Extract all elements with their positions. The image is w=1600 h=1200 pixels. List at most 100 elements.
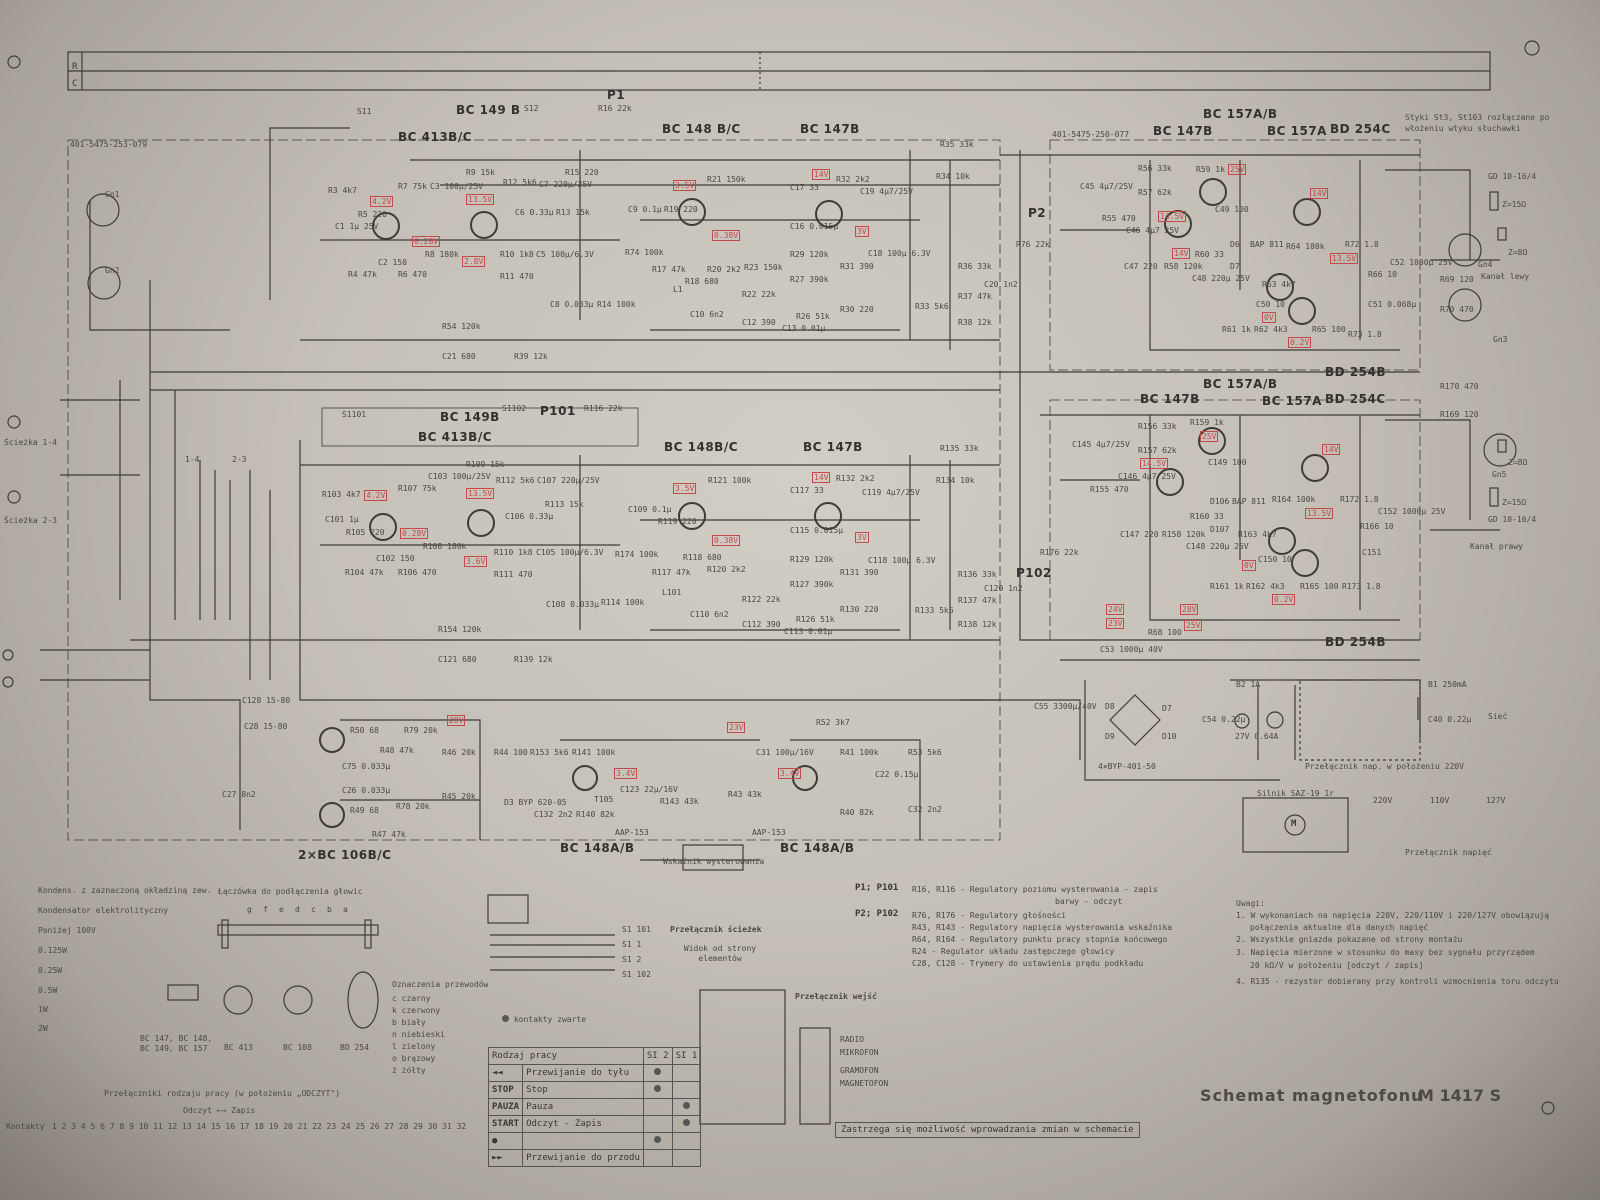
- component-label: R174 100k: [615, 550, 659, 559]
- voltage-label: 3.4V: [778, 768, 802, 779]
- voltage-label: 0.2V: [1272, 594, 1296, 605]
- component-label: C1 1µ 25V: [335, 222, 379, 231]
- contacts-label: Kontakty: [6, 1122, 45, 1131]
- component-label: R3 4k7: [328, 186, 357, 195]
- component-label: C2 150: [378, 258, 407, 267]
- document-title: Schemat magnetofonu: [1200, 1086, 1424, 1105]
- component-label: R143 43k: [660, 797, 699, 806]
- component-label: R13 15k: [556, 208, 590, 217]
- transistor-label: BC 149B: [440, 410, 500, 424]
- component-label: C48 220µ 25V: [1192, 274, 1250, 283]
- header-row-r: R: [72, 62, 78, 72]
- wire-color: b biały: [392, 1018, 426, 1027]
- component-label: D6: [1230, 240, 1240, 249]
- voltage-label: 14.5V: [1140, 458, 1169, 469]
- motor-label: Silnik SAZ-19 1r: [1257, 789, 1335, 798]
- component-label: C7 220µ/25V: [539, 180, 592, 189]
- component-label: R43 43k: [728, 790, 762, 799]
- potentiometer-label[interactable]: P102: [1016, 566, 1052, 580]
- component-label: R69 120: [1440, 275, 1474, 284]
- table-header: Rodzaj pracy SI 2 SI 1: [488, 1047, 702, 1065]
- component-label: D107: [1210, 525, 1230, 534]
- voltage-label: 14.5V: [1158, 211, 1187, 222]
- pinout-label: BC 413: [224, 1043, 253, 1052]
- voltage-label: 24V: [1106, 604, 1125, 615]
- regulator-desc: barwy - odczyt: [1055, 897, 1123, 906]
- component-label: R53 5k6: [908, 748, 942, 757]
- voltage-label: 25V: [1228, 164, 1247, 175]
- head-pin: a: [343, 905, 348, 914]
- component-label: R30 220: [840, 305, 874, 314]
- component-label: C8 0.033µ: [550, 300, 594, 309]
- contact-dot-icon: [682, 1102, 690, 1109]
- component-label: R140 82k: [576, 810, 615, 819]
- component-label: C20 1n2: [984, 280, 1018, 289]
- component-label: C55 3300µ/40V: [1034, 702, 1097, 711]
- pinout-label: BC 108: [283, 1043, 312, 1052]
- legend-item: Kondensator elektrolityczny: [38, 906, 169, 915]
- head-pin: g: [247, 905, 252, 914]
- component-label: BAP 811: [1232, 497, 1266, 506]
- component-label: R68 100: [1148, 628, 1182, 637]
- component-label: R17 47k: [652, 265, 686, 274]
- transistor-label: BD 254B: [1325, 365, 1386, 379]
- component-label: R36 33k: [958, 262, 992, 271]
- potentiometer-label[interactable]: P1: [607, 88, 626, 102]
- voltage-label: 14V: [1172, 248, 1191, 259]
- component-label: 27V 0.64A: [1235, 732, 1279, 741]
- potentiometer-label[interactable]: P101: [540, 404, 576, 418]
- component-label: C120 1n2: [984, 584, 1023, 593]
- component-label: C54 0.22µ: [1202, 715, 1246, 724]
- component-label: R65 100: [1312, 325, 1346, 334]
- component-label: R160 33: [1190, 512, 1224, 521]
- component-label: C152 1000µ 25V: [1378, 507, 1446, 516]
- transistor-label: BC 147B: [803, 440, 863, 454]
- component-label: C150 10: [1258, 555, 1292, 564]
- component-label: C109 0.1µ: [628, 505, 672, 514]
- component-label: D8: [1105, 702, 1115, 711]
- component-label: C103 100µ/25V: [428, 472, 491, 481]
- contact-dot-icon: [654, 1085, 662, 1092]
- track-switch-subtitle: Widok od strony elementów: [683, 944, 757, 963]
- direction-label: Odczyt ←→ Zapis: [183, 1106, 256, 1115]
- si2-cell: [642, 1115, 673, 1133]
- note-item: 1. W wykonaniach na napięcia 220V, 220/1…: [1236, 911, 1550, 920]
- component-label: C112 390: [742, 620, 781, 629]
- switch-label: S11: [357, 107, 372, 116]
- headphone-note: Styki St3, St103 rozłączane po włożeniu …: [1405, 113, 1550, 133]
- component-label: C146 4µ7 25V: [1118, 472, 1176, 481]
- component-label: C49 100: [1215, 205, 1249, 214]
- component-label: R120 2k2: [707, 565, 746, 574]
- component-label: C21 680: [442, 352, 476, 361]
- component-label: R72 1.8: [1345, 240, 1379, 249]
- component-label: B1 250mA: [1428, 680, 1467, 689]
- component-label: R8 180k: [425, 250, 459, 259]
- header-cell: Rodzaj pracy: [488, 1047, 644, 1065]
- component-label: C53 1000µ 40V: [1100, 645, 1163, 654]
- contacts-closed-legend: kontakty zwarte: [502, 1015, 586, 1025]
- track-switch-title: Przełącznik ścieżek: [670, 925, 762, 934]
- note-item: połączenia aktualne dla danych napięć: [1250, 923, 1429, 932]
- component-label: R21 150k: [707, 175, 746, 184]
- head-pin: f: [263, 905, 268, 914]
- component-label: T105: [594, 795, 614, 804]
- component-label: C113 0.01µ: [784, 627, 833, 636]
- amp-bottom-outline: [1049, 399, 1421, 641]
- voltage-label: 3.5V: [673, 483, 697, 494]
- potentiometer-label[interactable]: P2: [1028, 206, 1047, 220]
- voltage-label: 23V: [727, 722, 746, 733]
- component-label: R104 47k: [345, 568, 384, 577]
- component-label: R108 180k: [423, 542, 467, 551]
- component-label: R52 3k7: [816, 718, 850, 727]
- impedance-label: Z=8Ω: [1508, 248, 1528, 257]
- voltage-label: 2.8V: [462, 256, 486, 267]
- regulator-desc: R64, R164 - Regulatory punktu pracy stop…: [912, 935, 1168, 944]
- component-label: R74 100k: [625, 248, 664, 257]
- switch-14-label: 1-4: [185, 455, 200, 464]
- component-label: C115 0.015µ: [790, 526, 843, 535]
- voltage-label: 4.2V: [370, 196, 394, 207]
- component-label: R10 1k8: [500, 250, 534, 259]
- switch-label: S1101: [342, 410, 367, 419]
